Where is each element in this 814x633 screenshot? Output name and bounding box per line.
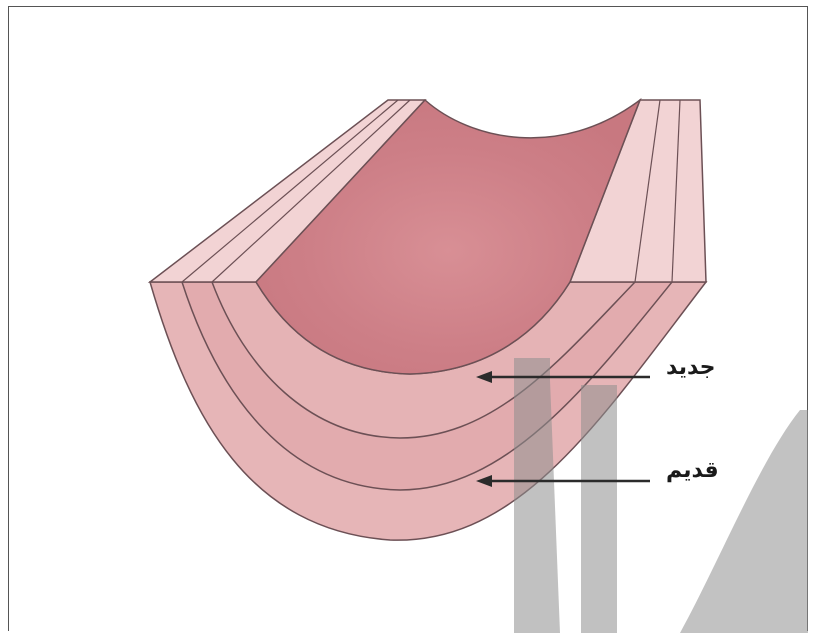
label-new-layer: جديد bbox=[666, 355, 716, 380]
label-old-layer: قديم bbox=[666, 458, 719, 483]
